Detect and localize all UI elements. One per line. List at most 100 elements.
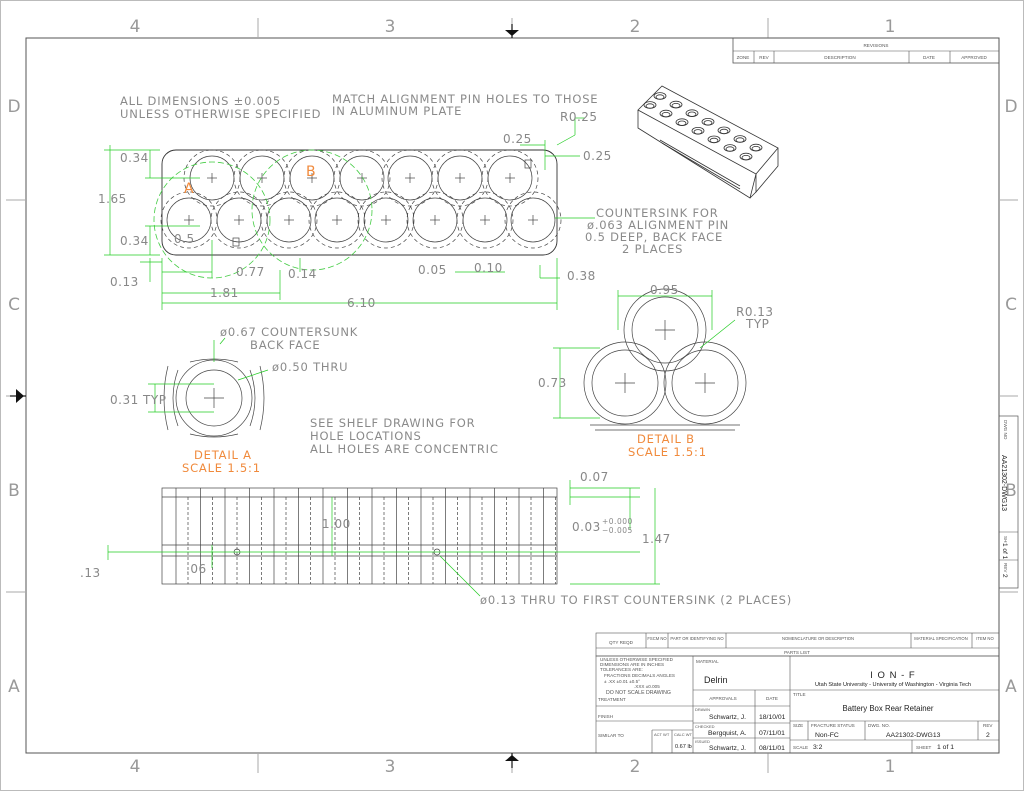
tb-calc-wt-label: CALC WT — [674, 732, 693, 737]
zone-col-3-top: 3 — [385, 17, 396, 37]
dim-610: 6.10 — [347, 296, 376, 310]
zone-row-c-right: C — [1005, 295, 1017, 315]
tb-drawn-name: Schwartz, J. — [709, 714, 746, 721]
iso-hole — [675, 118, 689, 126]
zone-col-2-bottom: 2 — [630, 757, 641, 777]
tb-rev-label: REV — [983, 723, 993, 728]
countersink-ring — [357, 191, 415, 249]
thru013-note: ø0.13 THRU TO FIRST COUNTERSINK (2 PLACE… — [480, 593, 792, 607]
parts-header-material: MATERIAL SPECIFICATION — [914, 636, 967, 641]
tb-scale-label: SCALE — [793, 745, 808, 750]
tb-spec-line5: ± .XX ±0.01 ±0.5° — [604, 679, 640, 684]
detail-a-view — [163, 358, 265, 438]
thru050-note: ø0.50 THRU — [272, 360, 348, 374]
revisions-header-approved: APPROVED — [961, 55, 987, 60]
iso-hole-inner — [693, 129, 703, 135]
iso-hole-inner — [655, 94, 665, 100]
countersink-ring — [333, 149, 391, 207]
tb-spec-line7: DO NOT SCALE DRAWING — [606, 690, 671, 696]
iso-hole — [691, 127, 705, 135]
tb-fracture-label: FRACTURE STATUS — [811, 723, 855, 728]
dim-010: 0.10 — [474, 261, 503, 275]
battery-hole — [363, 197, 409, 243]
iso-hole-inner — [661, 112, 671, 118]
side-dwg-no: AA21302-DWG13 — [1000, 455, 1007, 511]
side-rev: 2 — [1001, 574, 1008, 578]
tb-drawn-label: DRAWN — [695, 707, 710, 712]
countersink-note-line1: COUNTERSINK FOR — [596, 206, 719, 220]
revisions-header-zone: ZONE — [737, 55, 750, 60]
iso-hole — [669, 100, 683, 109]
zone-row-a-left: A — [8, 677, 20, 697]
dim-034-top: 0.34 — [120, 151, 149, 165]
dim-003-tol-minus: −0.005 — [602, 526, 633, 535]
tb-title-label: TITLE — [793, 692, 806, 697]
zone-col-4-top: 4 — [130, 17, 141, 37]
zone-col-3-bottom: 3 — [385, 757, 396, 777]
tb-spec-line2: DIMENSIONS ARE IN INCHES — [600, 662, 664, 667]
revisions-table: REVISIONS ZONE REV DESCRIPTION DATE APPR… — [732, 37, 1000, 64]
tb-sheet: 1 of 1 — [937, 744, 954, 751]
battery-hole — [487, 155, 533, 201]
iso-hole — [659, 109, 673, 118]
dim-147: 1.47 — [642, 532, 671, 546]
zone-row-c-left: C — [8, 295, 20, 315]
dim-007: 0.07 — [580, 470, 609, 484]
side-sh: 1 of 1 — [1001, 543, 1008, 560]
iso-hole — [739, 152, 753, 161]
iso-hole-inner — [735, 137, 745, 143]
iso-hole-inner — [709, 137, 719, 143]
tb-date-label: DATE — [766, 696, 778, 701]
dim-r025: R0.25 — [560, 110, 598, 124]
tolerance-note-line1: ALL DIMENSIONS ±0.005 — [120, 94, 281, 108]
countersink-note-line3: 0.5 DEEP, BACK FACE — [585, 230, 723, 244]
isometric-view — [637, 85, 779, 199]
iso-hole — [707, 135, 721, 144]
dim-003-tol-plus: +0.000 — [602, 517, 633, 526]
match-note-line2: IN ALUMINUM PLATE — [332, 104, 462, 118]
detail-b-view — [583, 288, 747, 431]
countersink-ring — [456, 191, 514, 249]
tb-fracture: Non-FC — [815, 732, 839, 739]
tb-act-wt-label: ACT WT — [654, 732, 670, 737]
tb-weight: 0.67 lb — [675, 744, 692, 750]
title-block — [595, 655, 1000, 754]
iso-hole-inner — [725, 146, 735, 152]
dim-013: 0.13 — [110, 275, 139, 289]
dim-025-vertical: 0.25 — [583, 149, 612, 163]
dim-r013-typ: TYP — [745, 317, 769, 331]
zone-col-1-bottom: 1 — [885, 757, 896, 777]
iso-hole-inner — [751, 146, 761, 152]
detail-b-title: DETAIL B — [637, 432, 695, 446]
iso-hole-inner — [687, 111, 697, 117]
tb-issued-name: Schwartz, J. — [709, 745, 746, 752]
csk067-note-line2: BACK FACE — [250, 338, 321, 352]
tb-issued-label: ISSUED — [695, 739, 710, 744]
iso-hole — [701, 118, 715, 126]
tb-material-label: MATERIAL — [696, 659, 719, 664]
iso-hole-inner — [671, 103, 681, 109]
tb-title: Battery Box Rear Retainer — [842, 704, 933, 713]
side-view — [161, 487, 558, 585]
tb-checked-name: Bergquist, A. — [708, 730, 747, 737]
side-sh-label: SH — [1003, 536, 1008, 542]
iso-hole — [723, 144, 737, 152]
tb-spec-line3: TOLERANCES ARE: — [600, 667, 643, 672]
detail-a-marker: A — [184, 181, 194, 197]
side-strip: DWG NO AA21302-DWG13 SH 1 of 1 REV 2 — [998, 415, 1019, 589]
alignment-pin-hole — [524, 159, 532, 169]
dim-165: 1.65 — [98, 192, 127, 206]
parts-header-part: PART OR IDENTIFYING NO — [670, 636, 724, 641]
dim-073: 0.73 — [538, 376, 567, 390]
battery-hole — [510, 197, 556, 243]
shelf-note-line2: HOLE LOCATIONS — [310, 429, 422, 443]
side-dwg-no-label: DWG NO — [1003, 420, 1008, 440]
countersink-note-line2: ø.063 ALIGNMENT PIN — [587, 218, 729, 232]
battery-hole — [339, 155, 385, 201]
battery-hole — [462, 197, 508, 243]
detail-b-callout-circle — [251, 149, 373, 271]
tb-checked-label: CHECKED — [695, 724, 715, 729]
dim-003: 0.03 — [572, 520, 601, 534]
shelf-note-line3: ALL HOLES ARE CONCENTRIC — [310, 442, 499, 456]
